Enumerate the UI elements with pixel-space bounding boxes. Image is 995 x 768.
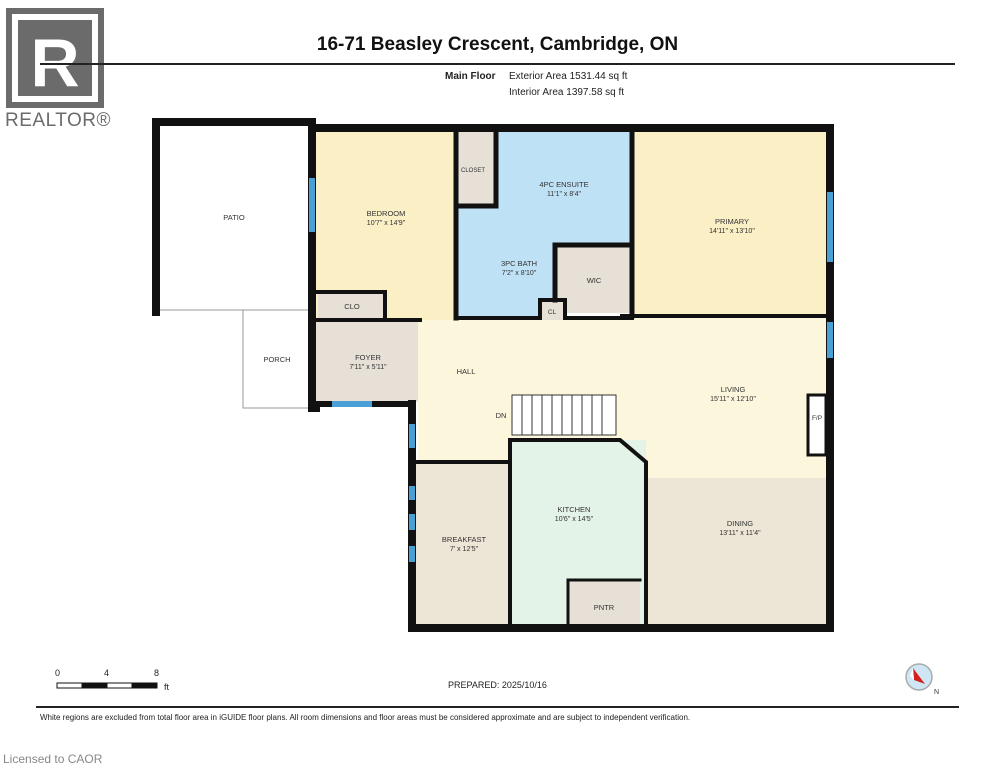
room-label-kitchen: KITCHEN [558,505,591,514]
room-label-bedroom: BEDROOM [367,209,406,218]
prepared-date: PREPARED: 2025/10/16 [448,680,547,690]
room-dims-breakfast: 7' x 12'5" [450,546,479,553]
disclaimer: White regions are excluded from total fl… [40,713,691,722]
interior-area: Interior Area 1397.58 sq ft [509,87,625,98]
room-label-living: LIVING [721,385,746,394]
floor-name: Main Floor [445,71,496,82]
room-label-clo: CLO [344,302,360,311]
room-label-pantry: PNTR [594,603,615,612]
scale-tick-0: 0 [55,668,61,678]
licensed-text: Licensed to CAOR [3,752,103,766]
patio-area [155,121,313,311]
room-dims-ensuite: 11'1" x 8'4" [547,191,581,198]
footer-divider [36,706,959,708]
scale-tick-8: 8 [154,668,160,678]
windows [309,178,833,562]
breakfast-area [416,462,510,628]
fireplace [806,393,828,457]
title-divider [40,63,955,65]
scale-bar [56,682,158,689]
realtor-logo-text: REALTOR® [5,110,111,131]
room-label-hall: HALL [457,367,476,376]
room-label-porch: PORCH [263,355,290,364]
room-dims-bath: 7'2" x 8'10" [502,270,537,277]
room-label-ensuite: 4PC ENSUITE [539,180,588,189]
realtor-logo: R [6,8,104,108]
pantry-area [568,580,640,628]
room-label-patio: PATIO [223,213,245,222]
dining-area [646,478,830,628]
room-label-wic: WIC [587,276,602,285]
room-label-dining: DINING [727,519,753,528]
stairs [511,394,617,436]
page-title: 16-71 Beasley Crescent, Cambridge, ON [316,34,679,55]
living-area [620,316,830,478]
wic-area [555,245,632,313]
stairs-label: DN [496,411,507,420]
room-label-breakfast: BREAKFAST [442,535,487,544]
scale-tick-4: 4 [104,668,110,678]
room-label-closet: CLOSET [461,168,485,174]
room-dims-kitchen: 10'6" x 14'5" [555,516,594,523]
room-label-primary: PRIMARY [715,217,749,226]
scale-unit: ft [164,682,170,692]
room-label-cl: CL [548,309,557,316]
room-dims-foyer: 7'11" x 5'11" [349,364,387,371]
room-dims-living: 15'11" x 12'10" [710,396,756,403]
clo-area [318,292,385,320]
room-dims-dining: 13'11" x 11'4" [719,530,761,537]
room-label-bath: 3PC BATH [501,259,537,268]
fireplace-label: F/P [812,415,822,422]
exterior-area: Exterior Area 1531.44 sq ft [509,71,628,82]
foyer-area [316,320,418,402]
closet-area [456,132,496,206]
bedroom-area [316,128,456,320]
room-dims-primary: 14'11" x 13'10" [709,228,755,235]
compass-icon: N [905,663,939,696]
room-label-foyer: FOYER [355,353,381,362]
compass-north-label: N [934,689,939,696]
primary-area [632,128,830,314]
room-dims-bedroom: 10'7" x 14'9" [367,220,406,227]
cl-area [540,300,565,320]
